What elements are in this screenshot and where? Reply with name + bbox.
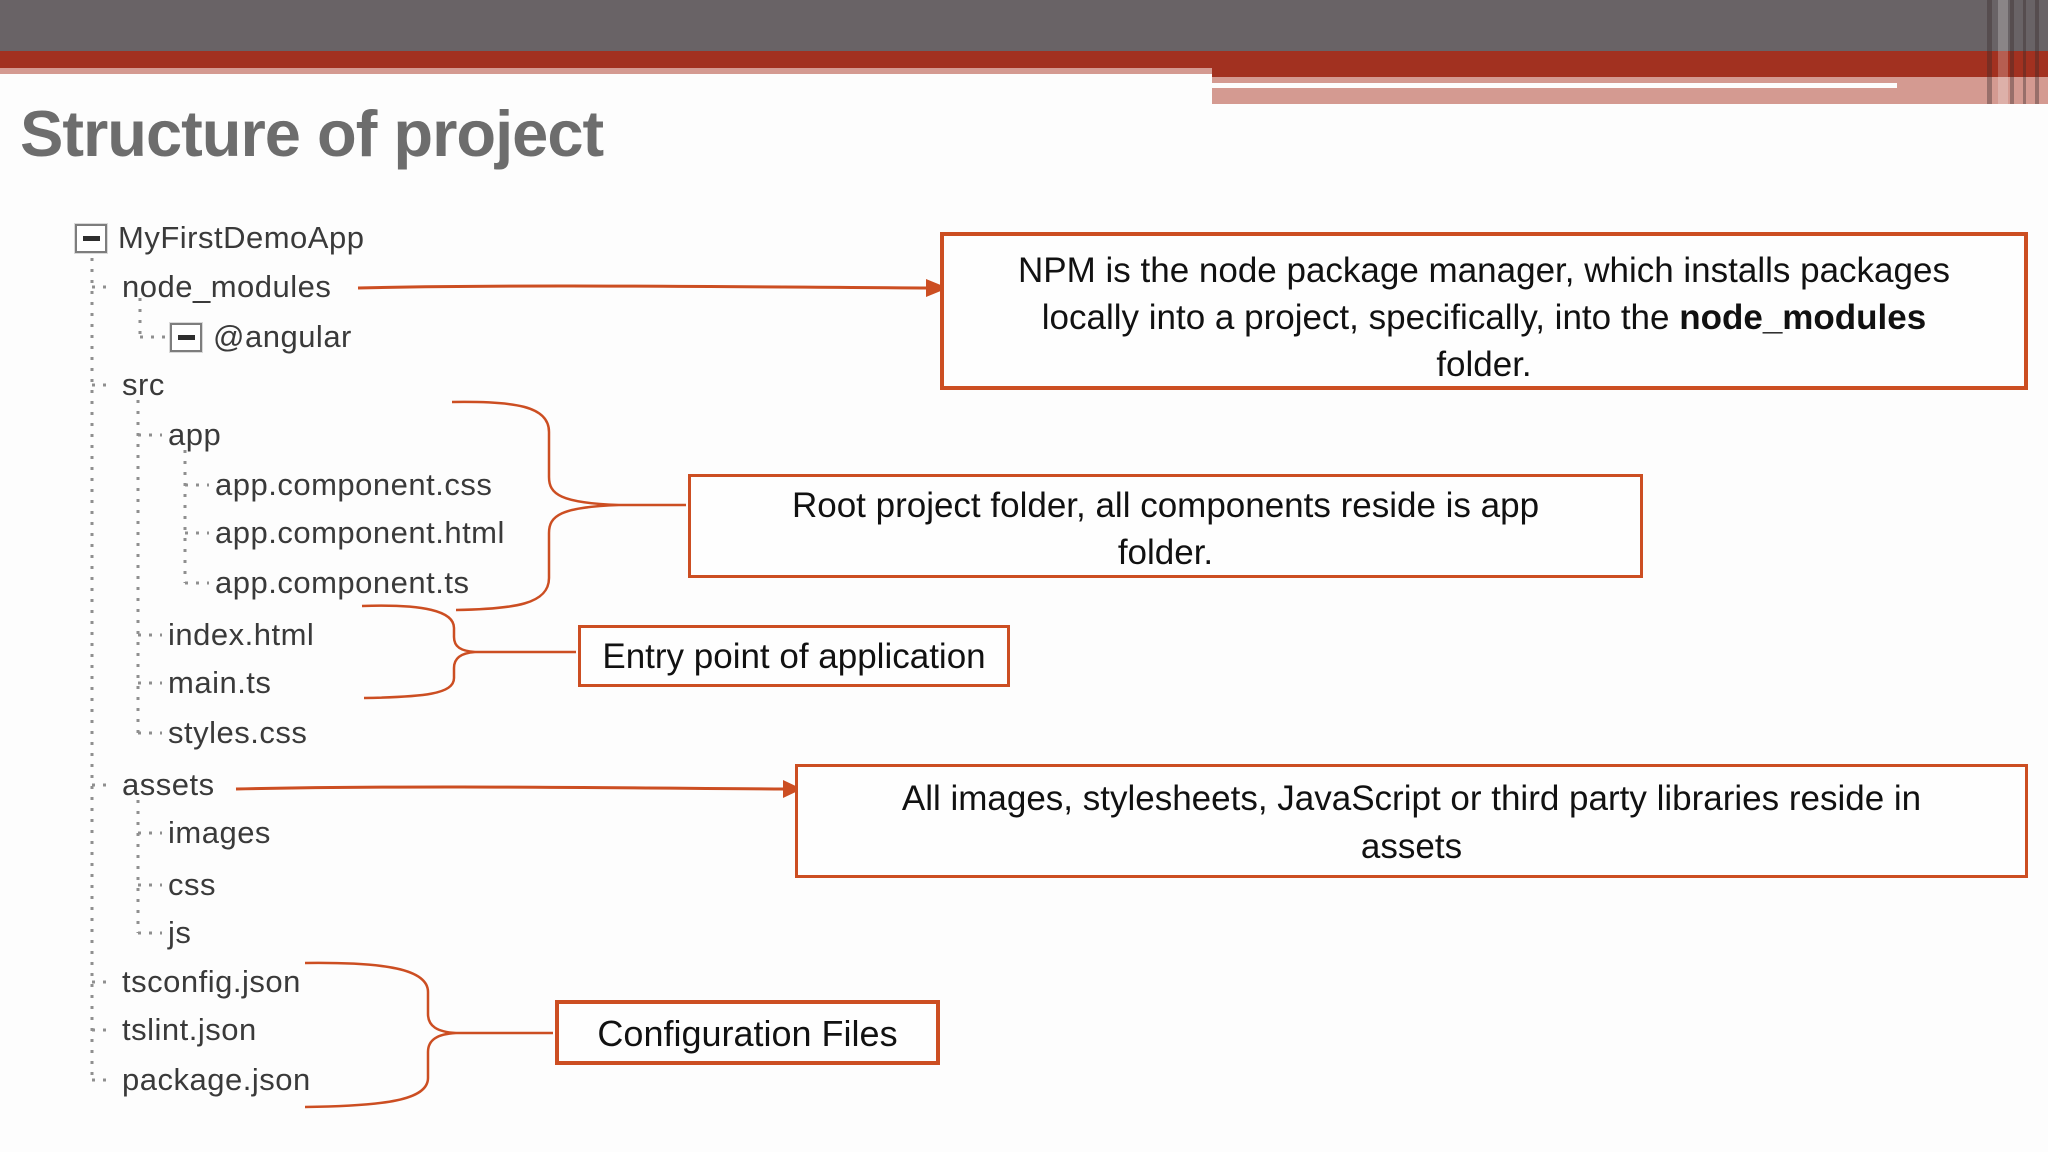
tree-item-myfirstdemoapp: MyFirstDemoApp (75, 214, 364, 262)
tree-item-js: js (168, 909, 191, 957)
tree-item-app-component-html: app.component.html (215, 509, 505, 557)
assets-callout-line2: assets (1360, 827, 1463, 866)
tree-item-tsconfig-json: tsconfig.json (122, 958, 301, 1006)
minus-glyph (82, 235, 100, 241)
tree-item-label: tsconfig.json (122, 964, 301, 999)
minus-glyph (177, 334, 195, 340)
collapse-minus-icon (75, 223, 107, 253)
header-pink-bar-left (0, 68, 1212, 74)
assets-arrow-line (235, 785, 787, 791)
assets-callout-line1: All images, stylesheets, JavaScript or t… (901, 779, 1922, 818)
tree-item-label: node_modules (122, 269, 332, 304)
tree-item-main-ts: main.ts (168, 659, 271, 707)
npm-callout-line1: NPM is the node package manager, which i… (1018, 251, 1950, 290)
npm-callout-line2-text: locally into a project, specifically, in… (1041, 298, 1680, 337)
tree-item-label: app.component.css (215, 467, 493, 502)
page-title: Structure of project (20, 97, 604, 170)
header-pink-bar-right (1212, 77, 2048, 104)
tree-item-angular: @angular (170, 313, 352, 361)
header-gray-bar (0, 0, 2048, 51)
tree-item-label: app.component.html (215, 515, 505, 550)
header-stripe (2035, 0, 2039, 104)
tree-item-label: @angular (213, 319, 352, 354)
tree-item-label: js (168, 915, 192, 950)
tree-item-label: src (122, 367, 165, 402)
npm-callout-line3: folder. (1436, 345, 1532, 384)
tree-item-label: tslint.json (122, 1012, 257, 1047)
root-folder-callout-box: Root project folder, all components resi… (688, 474, 1643, 578)
assets-callout-box: All images, stylesheets, JavaScript or t… (795, 764, 2028, 878)
tree-item-package-json: package.json (122, 1056, 311, 1104)
tree-item-app: app (168, 411, 221, 459)
header-red-bar-right (1212, 51, 2048, 77)
tree-item-label: index.html (168, 617, 315, 652)
tree-item-label: styles.css (168, 715, 308, 750)
tree-item-styles-css: styles.css (168, 709, 307, 757)
tree-item-label: app.component.ts (215, 565, 470, 600)
tree-item-label: images (168, 815, 271, 850)
header-white-gap (1212, 83, 1897, 88)
tree-item-label: MyFirstDemoApp (118, 220, 365, 255)
entry-files-brace (361, 604, 476, 700)
tree-item-src: src (122, 361, 165, 409)
collapse-minus-icon (170, 322, 202, 352)
header-stripe (2023, 0, 2026, 104)
tree-item-node-modules: node_modules (122, 263, 331, 311)
node-modules-arrow-line (357, 284, 931, 290)
npm-callout-line2: locally into a project, specifically, in… (944, 294, 2024, 341)
header-stripe (2010, 0, 2014, 104)
npm-callout-line2-bold: node_modules (1679, 298, 1927, 337)
root-callout-line1: Root project folder, all components resi… (791, 486, 1540, 525)
header-stripe (1998, 0, 2008, 104)
tree-item-images: images (168, 809, 271, 857)
tree-item-css: css (168, 861, 216, 909)
header-stripe (1987, 0, 1992, 104)
tree-item-app-component-css: app.component.css (215, 461, 492, 509)
npm-callout-box: NPM is the node package manager, which i… (940, 232, 2028, 390)
tree-item-index-html: index.html (168, 611, 314, 659)
tree-item-label: assets (122, 767, 215, 802)
root-callout-line2: folder. (1117, 533, 1214, 572)
tree-item-label: package.json (122, 1062, 311, 1097)
tree-item-app-component-ts: app.component.ts (215, 559, 469, 607)
configuration-files-callout-box: Configuration Files (555, 1000, 940, 1065)
tree-item-label: main.ts (168, 665, 272, 700)
tree-item-tslint-json: tslint.json (122, 1006, 257, 1054)
tree-item-label: css (168, 867, 216, 902)
entry-point-callout-box: Entry point of application (578, 625, 1010, 687)
tree-item-label: app (168, 417, 222, 452)
config-files-brace (304, 961, 457, 1109)
tree-item-assets: assets (122, 761, 215, 809)
